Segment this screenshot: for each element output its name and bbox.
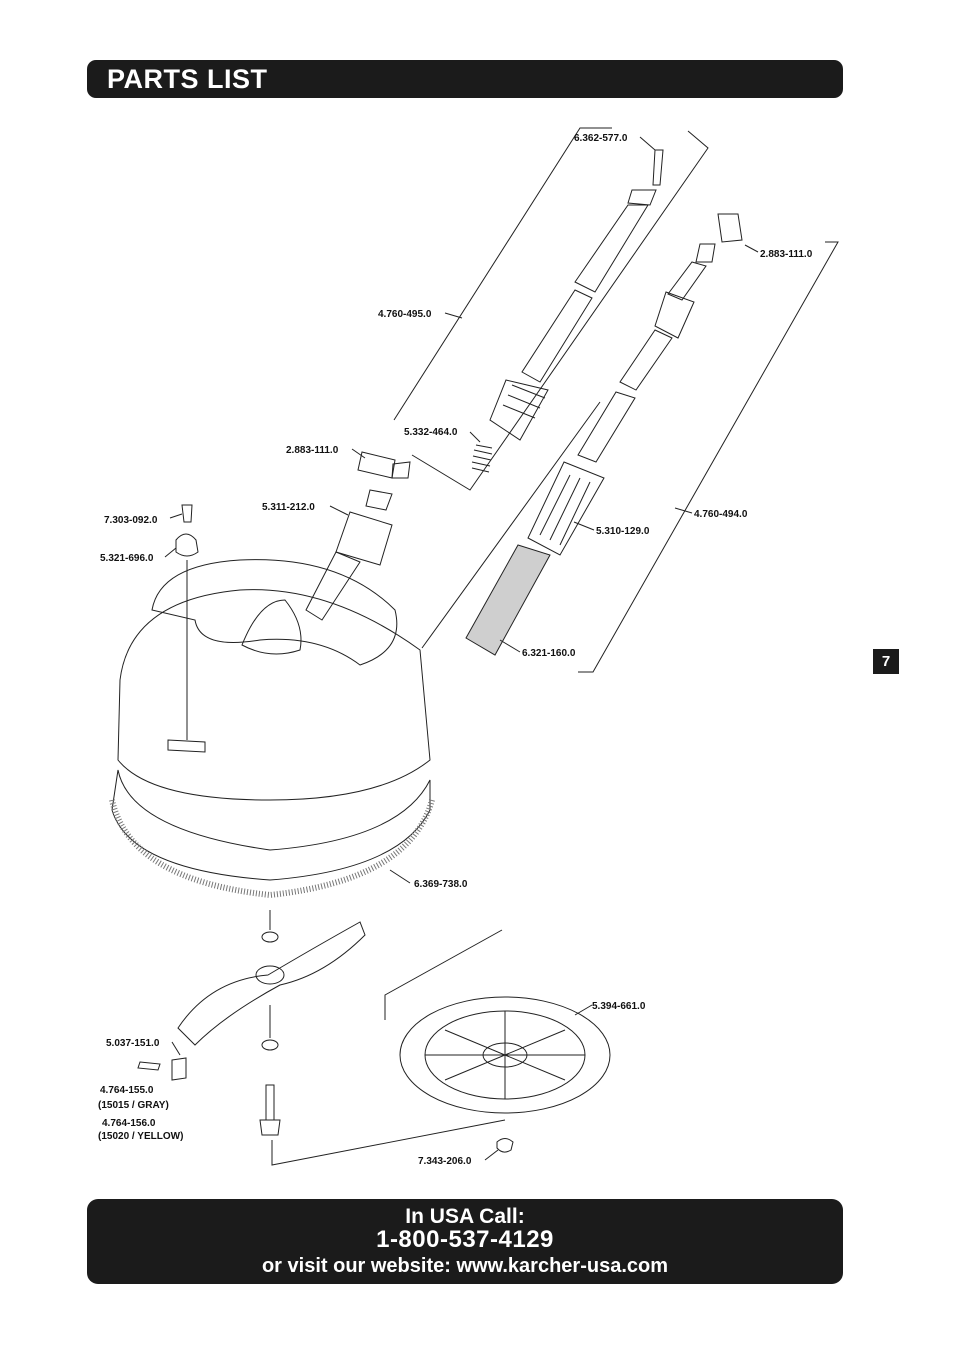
part-label: 6.362-577.0 — [574, 133, 628, 144]
spring — [471, 444, 493, 473]
part-label: 5.311-212.0 — [262, 502, 315, 513]
grip-pad — [465, 544, 551, 656]
spindle — [265, 1084, 275, 1121]
phone-number: 1-800-537-4129 — [376, 1226, 554, 1253]
call-heading: In USA Call: — [405, 1205, 525, 1228]
splash-guard-plate — [399, 996, 611, 1114]
cleaner-housing — [109, 559, 435, 899]
part-label: 7.343-206.0 — [418, 1156, 472, 1167]
part-label: 4.760-494.0 — [694, 509, 748, 520]
rotor-arm — [177, 921, 366, 1046]
part-label: 4.764-156.0 — [102, 1118, 156, 1129]
page-title: PARTS LIST — [107, 64, 268, 94]
screw — [181, 504, 193, 523]
header-bar: PARTS LIST — [87, 60, 843, 98]
nozzle-cap — [175, 533, 199, 557]
contact-footer: In USA Call: 1-800-537-4129 or visit our… — [87, 1199, 843, 1284]
washer-lower — [261, 1039, 279, 1051]
bracket-lower-lance — [421, 241, 839, 673]
bracket-splash-guard — [271, 929, 506, 1166]
part-label: 6.321-160.0 — [522, 648, 576, 659]
part-label: 5.310-129.0 — [596, 526, 650, 537]
page-number-tab: 7 — [873, 649, 899, 674]
part-label: 5.394-661.0 — [592, 1001, 646, 1012]
key-pin — [137, 1061, 161, 1071]
part-label: 5.321-696.0 — [100, 553, 154, 564]
part-label: 5.037-151.0 — [106, 1038, 160, 1049]
part-label: 4.764-155.0 — [100, 1085, 154, 1096]
part-label: 2.883-111.0 — [760, 249, 813, 260]
part-label: 4.760-495.0 — [378, 309, 432, 320]
part-labels: 6.362-577.0 2.883-111.0 4.760-495.0 5.33… — [98, 133, 813, 1167]
website-text: or visit our website: www.karcher-usa.co… — [261, 1255, 669, 1277]
part-label: 6.369-738.0 — [414, 879, 468, 890]
lower-lance-tube — [527, 213, 743, 556]
part-label: 7.303-092.0 — [104, 515, 158, 526]
part-label: (15020 / YELLOW) — [98, 1131, 183, 1142]
bracket-upper-lance — [393, 127, 709, 491]
swivel-joint — [305, 451, 411, 621]
washer-upper — [261, 931, 279, 943]
part-label: 2.883-111.0 — [286, 445, 339, 456]
part-label: 5.332-464.0 — [404, 427, 458, 438]
part-label: (15015 / GRAY) — [98, 1100, 169, 1111]
upper-lance-tube — [489, 149, 664, 441]
retaining-clip — [496, 1138, 514, 1153]
spray-nozzle — [171, 1057, 187, 1081]
